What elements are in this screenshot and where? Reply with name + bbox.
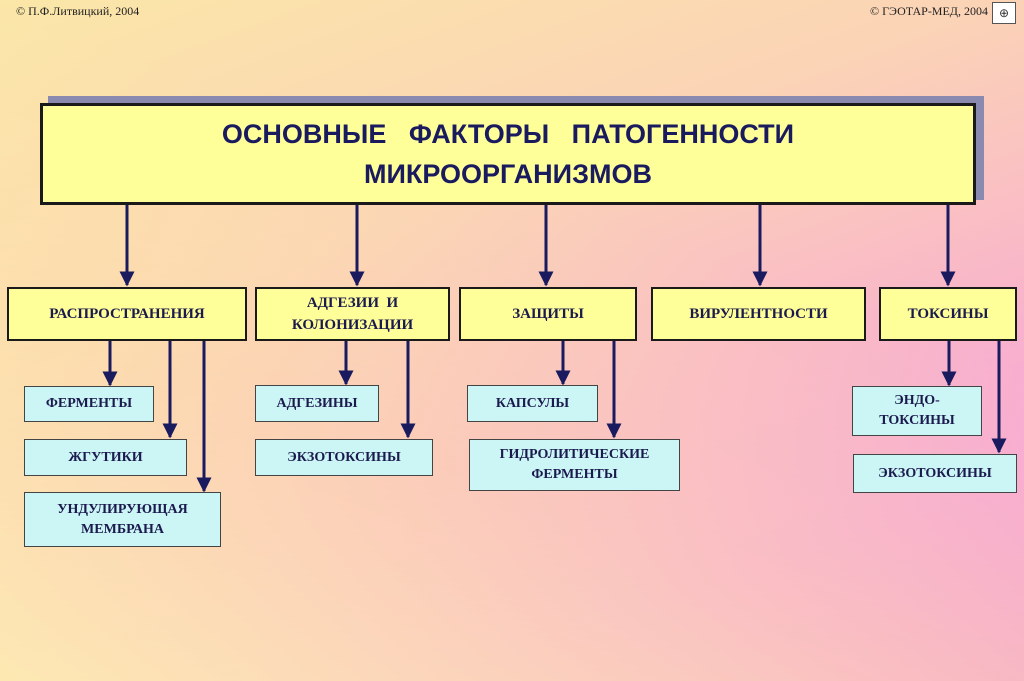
item-exotoxins-toxins: ЭКЗОТОКСИНЫ	[853, 454, 1017, 493]
title-line-2: МИКРООРГАНИЗМОВ	[364, 159, 652, 189]
category-toxins: ТОКСИНЫ	[879, 287, 1017, 341]
category-adhesion: АДГЕЗИИ И КОЛОНИЗАЦИИ	[255, 287, 450, 341]
item-undulating-membrane: УНДУЛИРУЮЩАЯ МЕМБРАНА	[24, 492, 221, 547]
publisher-logo-icon: ⊕	[992, 2, 1016, 24]
diagram-title: ОСНОВНЫЕ ФАКТОРЫ ПАТОГЕННОСТИ МИКРООРГАН…	[40, 103, 976, 205]
item-enzymes: ФЕРМЕНТЫ	[24, 386, 154, 422]
category-virulence: ВИРУЛЕНТНОСТИ	[651, 287, 866, 341]
category-protection: ЗАЩИТЫ	[459, 287, 637, 341]
item-flagella: ЖГУТИКИ	[24, 439, 187, 476]
item-capsules: КАПСУЛЫ	[467, 385, 598, 422]
item-exotoxins-adhesion: ЭКЗОТОКСИНЫ	[255, 439, 433, 476]
item-endotoxins: ЭНДО- ТОКСИНЫ	[852, 386, 982, 436]
copyright-right: © ГЭОТАР-МЕД, 2004	[869, 4, 988, 18]
category-spread: РАСПРОСТРАНЕНИЯ	[7, 287, 247, 341]
title-line-1: ОСНОВНЫЕ ФАКТОРЫ ПАТОГЕННОСТИ	[221, 119, 795, 149]
item-adhesins: АДГЕЗИНЫ	[255, 385, 379, 422]
item-hydrolytic-enzymes: ГИДРОЛИТИЧЕСКИЕ ФЕРМЕНТЫ	[469, 439, 680, 491]
copyright-left: © П.Ф.Литвицкий, 2004	[16, 4, 140, 18]
